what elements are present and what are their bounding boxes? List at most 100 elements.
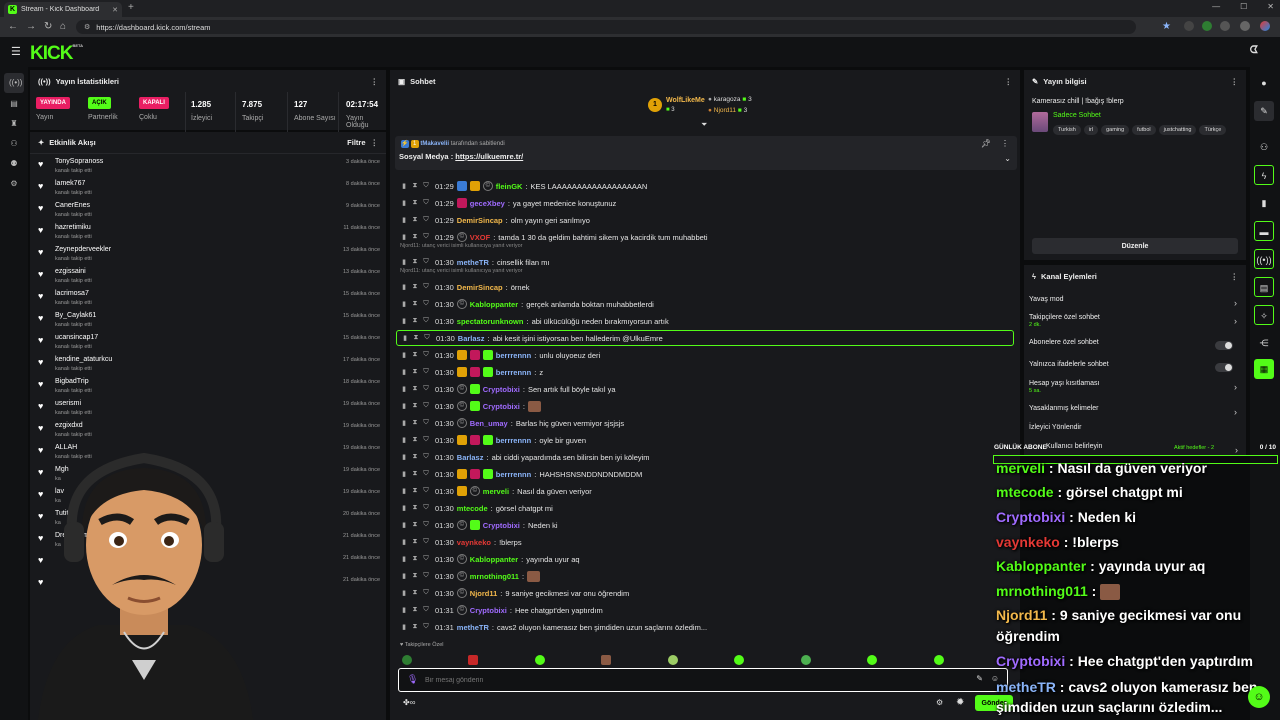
gifter-name[interactable]: karagoza <box>713 96 741 103</box>
chat-message[interactable]: ▮⧗⛉01:29©VXOF: tamda 1 30 da geldim baht… <box>400 229 1000 245</box>
edit-button[interactable]: Düzenle <box>1032 238 1238 254</box>
timeout-icon[interactable]: ⧗ <box>412 453 418 460</box>
kick-logo[interactable]: KICKBETA <box>30 43 83 65</box>
chat-username[interactable]: berrrennn <box>495 367 532 377</box>
ban-icon[interactable]: ⛉ <box>423 521 429 528</box>
emote[interactable] <box>801 655 811 665</box>
channel-action-item[interactable]: Yavaş mod› <box>1029 296 1241 312</box>
channel-action-item[interactable]: Yasaklanmış kelimeler› <box>1029 405 1241 421</box>
ban-icon[interactable]: ⛉ <box>423 589 429 596</box>
ban-icon[interactable]: ⛉ <box>423 385 429 392</box>
extension-icon[interactable] <box>1184 21 1194 31</box>
info-icon[interactable]: ● <box>1261 78 1267 88</box>
chat-message[interactable]: ▮⧗⛉01:30©Cryptobixi: Sen artık full böyl… <box>400 381 1000 397</box>
tag-chip[interactable]: gaming <box>1101 125 1130 135</box>
chat-username[interactable]: berrrennn <box>495 435 532 445</box>
menu-icon[interactable]: ☰ <box>11 46 21 58</box>
delete-icon[interactable]: ▮ <box>402 522 406 529</box>
delete-icon[interactable]: ▮ <box>402 437 406 444</box>
flash-icon[interactable]: ϟ <box>1254 165 1274 185</box>
pinned-link[interactable]: https://ulkuemre.tr/ <box>455 152 524 161</box>
forward-icon[interactable]: → <box>26 21 36 32</box>
gifter-name[interactable]: WolfLikeMe <box>666 97 705 104</box>
chat-username[interactable]: Njord11 <box>469 588 498 598</box>
timeout-icon[interactable]: ⧗ <box>412 606 418 613</box>
timeout-icon[interactable]: ⧗ <box>412 300 418 307</box>
timeout-icon[interactable]: ⧗ <box>412 572 418 579</box>
dashboard-icon[interactable]: ▤ <box>10 99 18 108</box>
ban-icon[interactable]: ⛉ <box>423 300 429 307</box>
chat-username[interactable]: fleinGK <box>495 181 523 191</box>
chat-username[interactable]: Cryptobixi <box>482 520 520 530</box>
tag-chip[interactable]: irl <box>1083 125 1099 135</box>
delete-icon[interactable]: ▮ <box>402 217 406 224</box>
delete-icon[interactable]: ▮ <box>402 369 406 376</box>
delete-icon[interactable]: ▮ <box>402 590 406 597</box>
chevron-right-icon[interactable]: › <box>1234 298 1237 308</box>
ban-icon[interactable]: ⛉ <box>423 368 429 375</box>
notification-icon[interactable]: ᗧ <box>1249 45 1258 56</box>
delete-icon[interactable]: ▮ <box>402 200 406 207</box>
trophy-icon[interactable]: ♜ <box>10 119 18 128</box>
extension-icon[interactable] <box>1240 21 1250 31</box>
emote[interactable] <box>734 655 744 665</box>
chat-bubble-icon[interactable]: ▬ <box>1254 221 1274 241</box>
pinned-by[interactable]: tMakavelii <box>420 141 450 147</box>
more-icon[interactable]: ⋮ <box>1230 76 1239 86</box>
chat-message[interactable]: ▮⧗⛉01:29©fleinGK: KES LAAAAAAAAAAAAAAAAA… <box>400 178 1000 194</box>
app-icon[interactable]: ▦ <box>1254 359 1274 379</box>
ban-icon[interactable]: ⛉ <box>423 470 429 477</box>
moderation-icon[interactable]: ⚇ <box>10 139 18 148</box>
timeout-icon[interactable]: ⧗ <box>412 538 418 545</box>
send-button[interactable]: Gönder <box>975 695 1013 711</box>
close-window-icon[interactable]: ✕ <box>1267 2 1274 11</box>
chat-message[interactable]: ▮⧗⛉01:30©Cryptobixi: <box>400 398 1000 414</box>
delete-icon[interactable]: ▮ <box>402 488 406 495</box>
chat-message[interactable]: ▮⧗⛉01:30©Kabloppanter: yayında uyur aq <box>400 551 1000 567</box>
chevron-right-icon[interactable]: › <box>1234 316 1237 326</box>
delete-icon[interactable]: ▮ <box>402 403 406 410</box>
chat-username[interactable]: DemirSincap <box>456 215 503 225</box>
collapse-gifters-icon[interactable]: ⏷ <box>701 120 708 129</box>
ban-icon[interactable]: ⛉ <box>423 572 429 579</box>
new-tab-icon[interactable]: + <box>128 2 134 13</box>
tag-chip[interactable]: futbol <box>1132 125 1156 135</box>
trash-icon[interactable]: ▮ <box>1261 198 1267 208</box>
chat-message[interactable]: ▮⧗⛉01:31©Cryptobixi: Hee chatgpt'den yap… <box>400 602 1000 618</box>
bookmark-star-icon[interactable]: ★ <box>1162 21 1171 32</box>
timeout-icon[interactable]: ⧗ <box>412 555 418 562</box>
activity-item[interactable]: ♥21 dakika önce <box>30 574 388 596</box>
channel-action-item[interactable]: İzleyici Yönlendir <box>1029 424 1241 440</box>
delete-icon[interactable]: ▮ <box>402 471 406 478</box>
chat-username[interactable]: mtecode <box>456 503 488 513</box>
timeout-icon[interactable]: ⧗ <box>412 283 418 290</box>
timeout-icon[interactable]: ⧗ <box>412 589 418 596</box>
chat-username[interactable]: DemirSincap <box>456 282 503 292</box>
maximize-icon[interactable]: ☐ <box>1240 2 1248 11</box>
timeout-icon[interactable]: ⧗ <box>412 470 418 477</box>
ban-icon[interactable]: ⛉ <box>423 317 429 324</box>
emote[interactable] <box>535 655 545 665</box>
timeout-icon[interactable]: ⧗ <box>412 368 418 375</box>
site-info-icon[interactable]: ⚙ <box>84 24 91 31</box>
chat-username[interactable]: geceXbey <box>469 198 505 208</box>
channel-action-item[interactable]: Abonelere özel sohbet <box>1029 339 1241 355</box>
gear-icon[interactable]: ✹ <box>956 697 965 708</box>
chat-username[interactable]: spectatorunknown <box>456 316 524 326</box>
emote[interactable] <box>867 655 877 665</box>
more-icon[interactable]: ⋮ <box>1001 139 1009 148</box>
delete-icon[interactable]: ▮ <box>403 335 407 342</box>
pin-icon[interactable]: 📌︎ <box>980 139 991 148</box>
more-icon[interactable]: ⋮ <box>370 76 379 86</box>
